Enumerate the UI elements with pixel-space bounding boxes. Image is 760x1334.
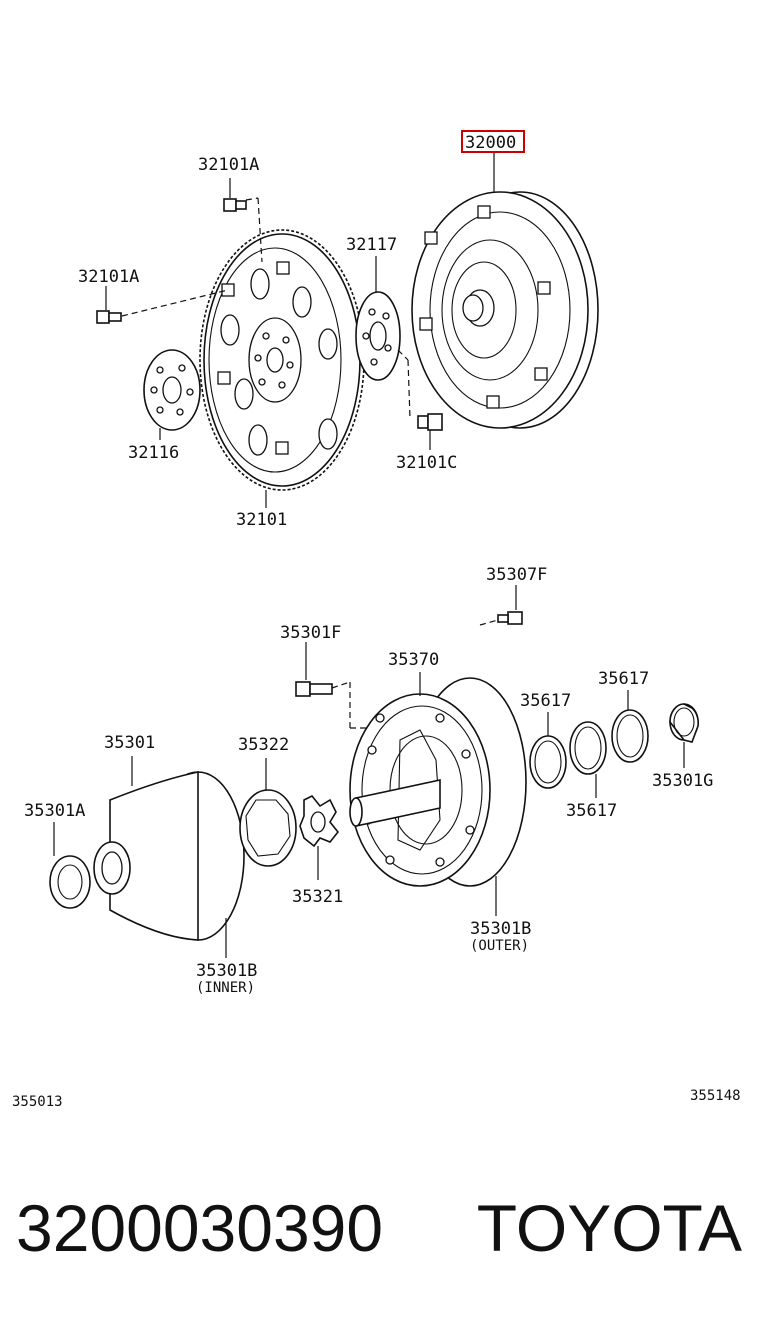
part-number: 3200030390 <box>16 1191 384 1265</box>
bolt-32101a-top <box>223 178 263 263</box>
seal-ring-35617-a <box>529 712 567 789</box>
ref-code-right: 355148 <box>690 1088 741 1104</box>
note-35301b-inner: (INNER) <box>196 980 255 996</box>
brand-name: TOYOTA <box>476 1191 742 1265</box>
label-35301g: 35301G <box>652 771 713 791</box>
footer: 3200030390 TOYOTA <box>0 1190 760 1280</box>
drive-gear-35321 <box>299 794 340 880</box>
bushing-35301g <box>669 703 699 768</box>
torque-converter <box>411 152 599 429</box>
label-35617-a: 35617 <box>520 691 571 711</box>
bolt-32101c <box>417 413 443 450</box>
label-35301a: 35301A <box>24 801 85 821</box>
label-32101a-left: 32101A <box>78 267 139 287</box>
highlight-box <box>461 130 525 153</box>
label-32116: 32116 <box>128 443 179 463</box>
label-32101: 32101 <box>236 510 287 530</box>
label-35321: 35321 <box>292 887 343 907</box>
label-35617-b: 35617 <box>566 801 617 821</box>
label-32101a-top: 32101A <box>198 155 259 175</box>
oil-seal-35301a <box>49 822 91 909</box>
bolt-35301f <box>295 642 372 729</box>
label-35322: 35322 <box>238 735 289 755</box>
spacer-32117 <box>355 256 411 419</box>
label-32117: 32117 <box>346 235 397 255</box>
seal-ring-35617-c <box>611 690 649 763</box>
bolt-32101a-left <box>96 286 229 324</box>
label-35301b-inner: 35301B <box>196 961 257 981</box>
driven-gear-35322 <box>239 758 297 867</box>
label-35301f: 35301F <box>280 623 341 643</box>
bolt-35307f <box>479 585 523 626</box>
label-35370: 35370 <box>388 650 439 670</box>
seal-ring-35617-b <box>569 721 607 798</box>
plate-32116 <box>143 349 201 440</box>
note-35301b-outer: (OUTER) <box>470 938 529 954</box>
drive-plate <box>199 229 365 508</box>
ref-code-left: 355013 <box>12 1094 63 1110</box>
label-35307f: 35307F <box>486 565 547 585</box>
oil-pump-body <box>349 672 527 916</box>
pump-cover <box>93 756 245 958</box>
label-35617-c: 35617 <box>598 669 649 689</box>
label-32000: 32000 <box>465 133 516 153</box>
label-35301: 35301 <box>104 733 155 753</box>
label-32101c: 32101C <box>396 453 457 473</box>
label-35301b-outer: 35301B <box>470 919 531 939</box>
